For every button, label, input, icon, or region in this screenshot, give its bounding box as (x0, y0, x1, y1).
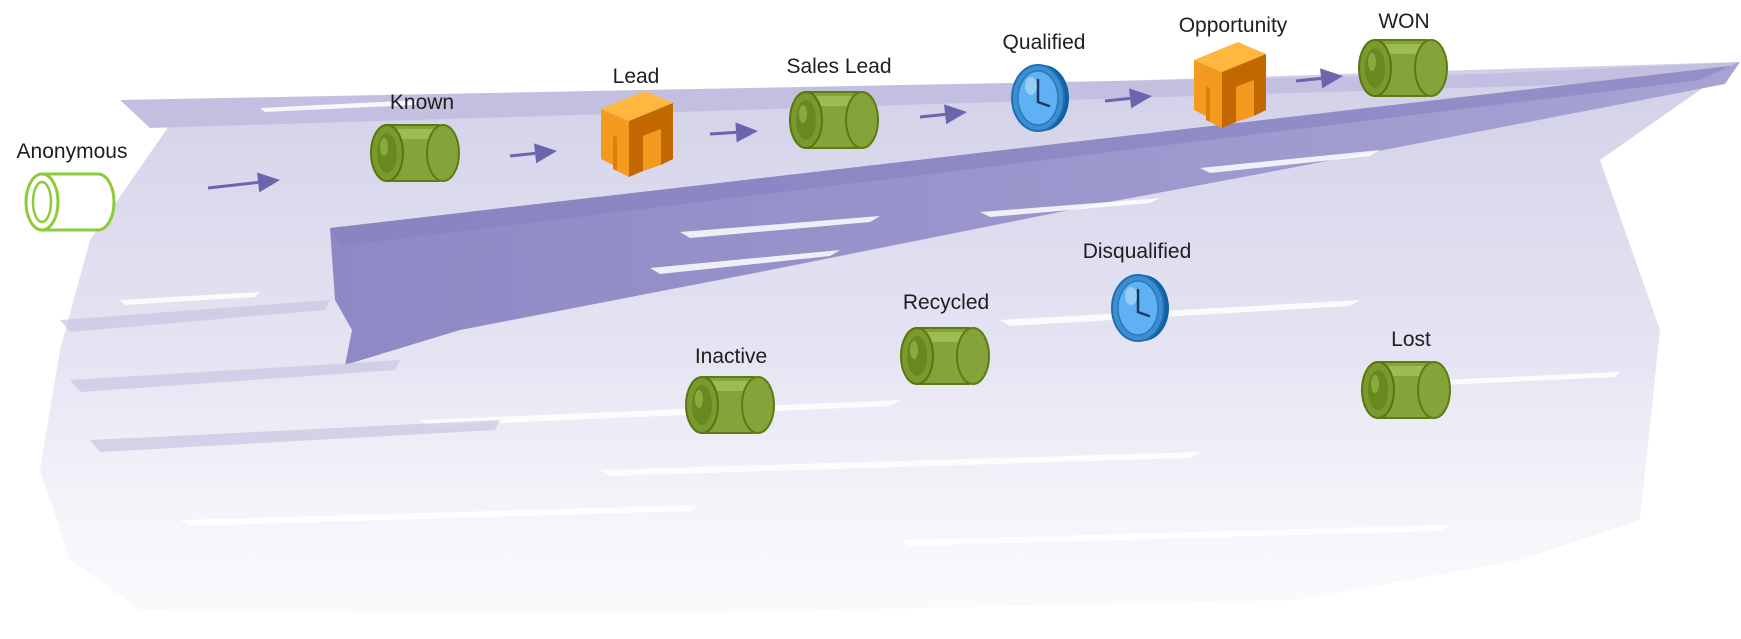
node-label-won: WON (1378, 10, 1430, 33)
arrow-head (1320, 68, 1343, 89)
arrow-head (735, 122, 758, 143)
clock-icon (1111, 274, 1169, 342)
flow-arrow-anonymous-to-known (207, 172, 280, 193)
arrow-head (534, 143, 557, 164)
arrow-shaft (1295, 76, 1322, 83)
cylinder-icon (370, 124, 460, 182)
flow-arrow-opportunity-to-won (1295, 68, 1343, 89)
arrow-head (944, 104, 967, 125)
node-label-qualified: Qualified (1002, 31, 1086, 54)
arrow-shaft (709, 130, 737, 136)
node-label-known: Known (389, 91, 455, 114)
node-label-disqualified: Disqualified (1082, 240, 1192, 263)
cylinder-icon (1358, 39, 1448, 97)
brush-streaks (120, 100, 1620, 546)
arrow-shaft (207, 180, 259, 190)
clock-icon (1011, 64, 1069, 132)
node-label-opportunity: Opportunity (1178, 14, 1288, 37)
node-label-lost: Lost (1391, 328, 1431, 351)
flow-arrow-sales-lead-to-qualified (919, 104, 967, 125)
arrow-shaft (509, 151, 536, 158)
node-label-lead: Lead (612, 65, 660, 88)
hollow-cylinder-icon (24, 172, 116, 232)
node-label-recycled: Recycled (902, 291, 990, 314)
cylinder-icon (900, 327, 990, 385)
node-label-inactive: Inactive (694, 345, 768, 368)
cylinder-icon (789, 91, 879, 149)
node-label-sales-lead: Sales Lead (786, 55, 892, 78)
flow-arrow-qualified-to-opportunity (1104, 88, 1152, 109)
arrow-shaft (1104, 96, 1131, 103)
gate-icon (601, 91, 673, 177)
cylinder-icon (685, 376, 775, 434)
gate-icon (1194, 42, 1266, 128)
arrow-head (257, 172, 280, 193)
arrow-shaft (919, 112, 946, 119)
flow-arrow-lead-to-sales-lead (709, 122, 758, 143)
node-label-anonymous: Anonymous (16, 140, 128, 163)
arrow-head (1129, 88, 1152, 109)
flow-arrow-known-to-lead (509, 143, 557, 164)
cylinder-icon (1361, 361, 1451, 419)
